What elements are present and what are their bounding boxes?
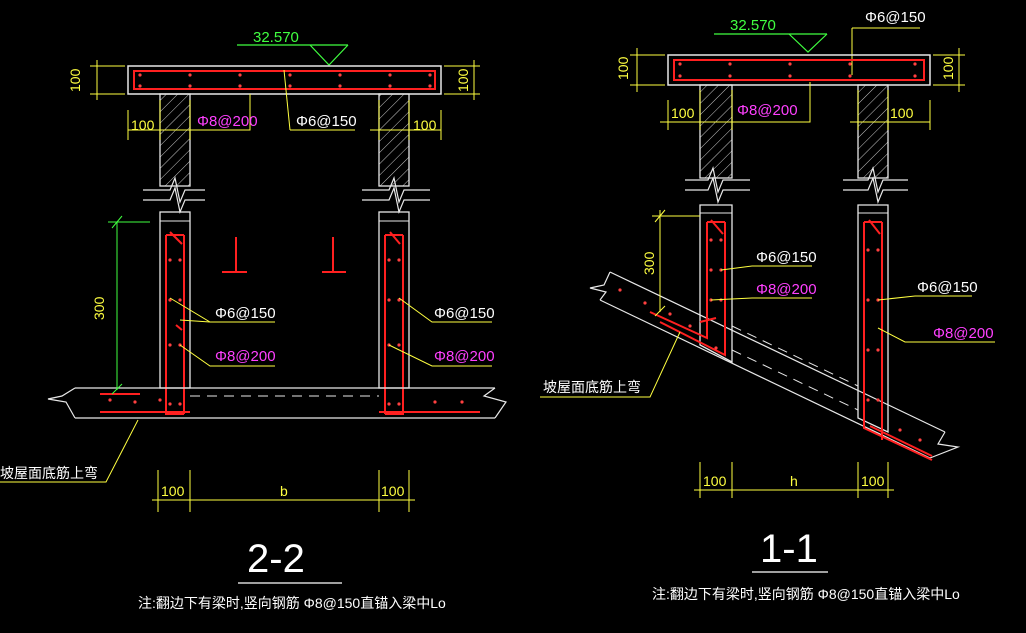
- sloped-slab-dashed-right-2: [731, 325, 859, 387]
- wall-rebar-dist-text-right-r: Φ6@150: [917, 279, 978, 296]
- bottom-dim-b: b: [280, 483, 288, 499]
- height-dim-300-text-left: 300: [91, 296, 107, 320]
- wall-rebar-left: [165, 231, 185, 415]
- wall-thickness-dims-top-left: [127, 100, 442, 140]
- break-symbols-right: [685, 165, 908, 205]
- top-slab-rebar-dots-left: [138, 73, 432, 88]
- sloped-roof-slab-right: [589, 271, 961, 459]
- height-dim-300-right: [652, 209, 700, 317]
- bottom-note-leader-left: [0, 419, 139, 483]
- elevation-marker-right: [714, 33, 828, 53]
- top-rebar-dist-right: Φ6@150: [865, 9, 926, 26]
- roof-slab-rebar-left: [100, 393, 480, 413]
- section-title-2-2: 2-2: [247, 537, 305, 581]
- wall-rebar-main-text-right: Φ8@200: [434, 348, 495, 365]
- wall-rebar-left-r: [649, 219, 726, 357]
- bottom-dim-right-100: 100: [381, 483, 405, 499]
- wall-rebar-right-r: [863, 219, 933, 461]
- wall-rebar-dist-text-left-r: Φ6@150: [756, 249, 817, 266]
- top-rebar-leaders-left: [198, 69, 355, 131]
- slab-thickness-dim-right: [630, 48, 965, 92]
- wall-thk-right-top: 100: [413, 117, 437, 133]
- roof-slab-dots-left: [108, 398, 464, 406]
- top-rebar-mid-left: Φ8@200: [197, 113, 258, 130]
- bottom-note-leader-right: [540, 331, 681, 398]
- slab-thk-right-text-r: 100: [940, 56, 956, 80]
- bottom-dim-left-100: 100: [161, 483, 185, 499]
- bottom-note-left: 坡屋面底筋上弯: [0, 465, 98, 481]
- opening-corner-bars-left: [222, 237, 346, 273]
- section-2-2: 32.570 100 100: [0, 29, 507, 611]
- wall-rebar-dist-text-right: Φ6@150: [434, 305, 495, 322]
- bottom-dim-line-right: [694, 462, 894, 498]
- wall-upper-left: [159, 93, 191, 187]
- bottom-dim-h: h: [790, 473, 798, 489]
- bottom-dim-line-left: [152, 470, 415, 512]
- footnote-right: 注:翻边下有梁时,竖向钢筋 Φ8@150直锚入梁中Lo: [652, 586, 960, 602]
- height-dim-300-left: [108, 215, 150, 395]
- wall-thickness-dims-top-right: [660, 90, 931, 130]
- top-rebar-dist-left: Φ6@150: [296, 113, 357, 130]
- top-rebar-leader-right: [736, 82, 811, 123]
- wall-thk-left-top-r: 100: [671, 105, 695, 121]
- wall-rebar-dist-text-left: Φ6@150: [215, 305, 276, 322]
- wall-rebar-main-text-left-r: Φ8@200: [756, 281, 817, 298]
- wall-lower-right-r: [857, 204, 889, 434]
- break-symbols-left: [143, 175, 430, 215]
- section-title-1-1: 1-1: [760, 527, 818, 571]
- slab-thk-right-text: 100: [455, 68, 471, 92]
- wall-rebar-dots-r: [618, 238, 922, 442]
- top-slab-left: [127, 65, 442, 95]
- wall-rebar-right: [384, 231, 404, 415]
- footnote-left: 注:翻边下有梁时,竖向钢筋 Φ8@150直锚入梁中Lo: [138, 595, 446, 611]
- wall-upper-left-r: [699, 84, 733, 179]
- wall-rebar-main-text-left: Φ8@200: [215, 348, 276, 365]
- wall-upper-right-r: [857, 84, 889, 179]
- sloped-slab-dashed-right: [731, 349, 859, 411]
- slab-thk-left-text: 100: [67, 68, 83, 92]
- wall-lower-right: [378, 211, 410, 389]
- top-rebar-mid-right: Φ8@200: [737, 102, 798, 119]
- wall-rebar-leaders-right: [710, 265, 995, 343]
- slab-thickness-dim-left: [90, 60, 480, 100]
- top-slab-rebar-right: [673, 59, 925, 81]
- bottom-dim-right-100-r: 100: [861, 473, 885, 489]
- wall-rebar-leaders-left: [169, 297, 492, 367]
- roof-slab-left: [47, 387, 507, 419]
- section-1-1: 32.570 Φ6@150 100 100: [540, 9, 995, 602]
- top-slab-rebar-dots-right: [678, 62, 917, 78]
- wall-thk-right-top-r: 100: [890, 105, 914, 121]
- wall-thk-left-top: 100: [131, 117, 155, 133]
- slab-thk-left-text-r: 100: [615, 56, 631, 80]
- wall-lower-left-r: [699, 204, 733, 364]
- elevation-marker-left: [237, 44, 349, 66]
- top-slab-right: [667, 54, 931, 86]
- wall-upper-right: [378, 93, 410, 187]
- wall-rebar-main-text-right-r: Φ8@200: [933, 325, 994, 342]
- elevation-label-right: 32.570: [730, 17, 776, 34]
- elevation-label-left: 32.570: [253, 29, 299, 46]
- wall-rebar-dots: [168, 258, 401, 347]
- height-dim-300-text-right: 300: [641, 251, 657, 275]
- bottom-note-right: 坡屋面底筋上弯: [543, 379, 641, 395]
- bottom-dim-left-100-r: 100: [703, 473, 727, 489]
